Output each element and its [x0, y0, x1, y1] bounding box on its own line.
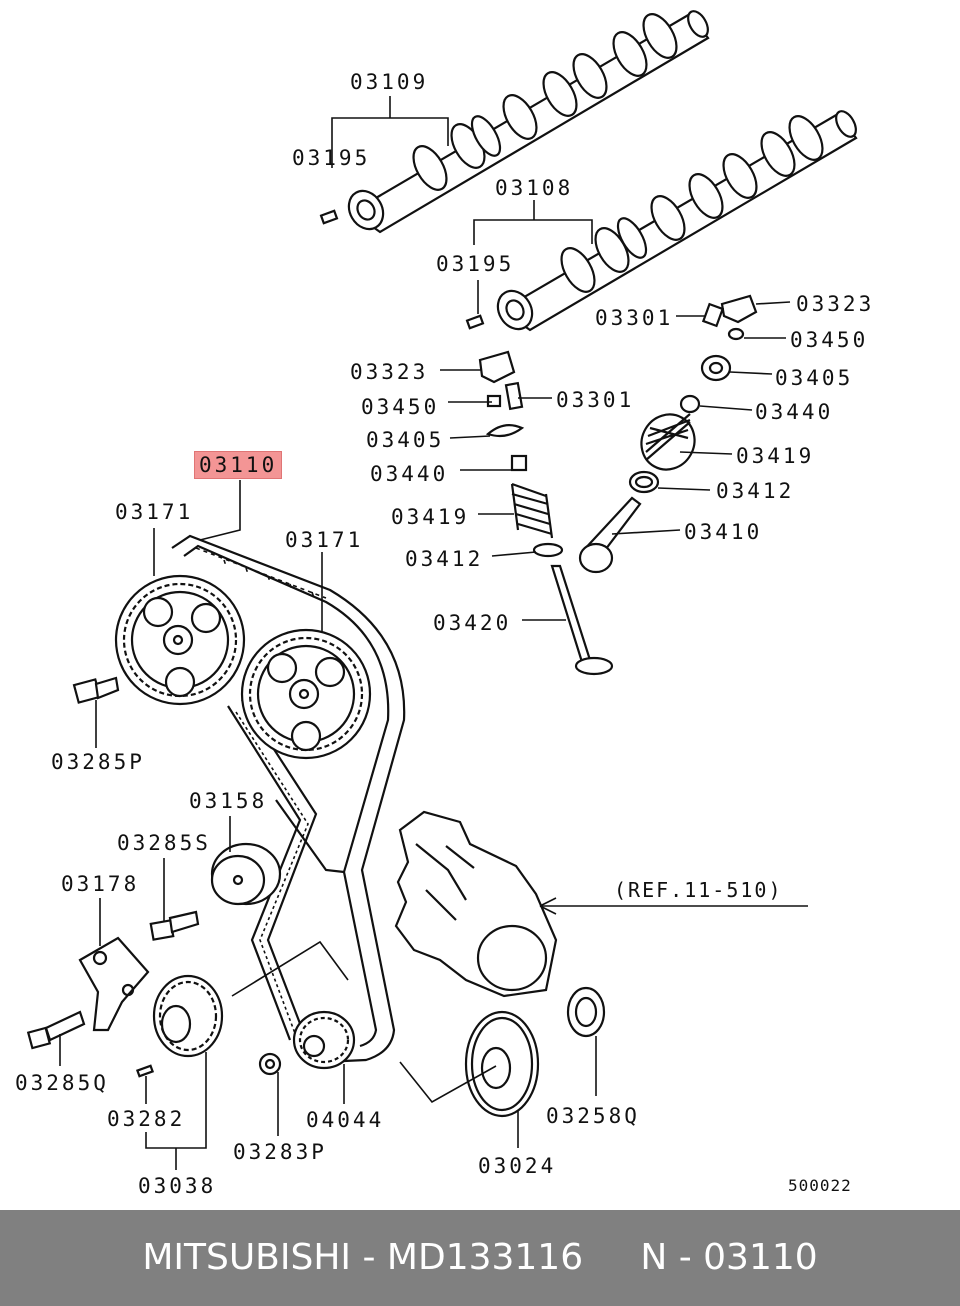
bushing-03283p	[258, 1052, 282, 1076]
label-03285s[interactable]: 03285S	[117, 831, 211, 855]
label-03405-right[interactable]: 03405	[775, 366, 854, 390]
sprocket-04044	[292, 1010, 356, 1070]
label-03282[interactable]: 03282	[107, 1107, 186, 1131]
idler-pulley	[210, 842, 282, 906]
tensioner	[78, 936, 150, 1032]
label-03024[interactable]: 03024	[478, 1154, 557, 1178]
label-03195-lower[interactable]: 03195	[436, 252, 515, 276]
label-03171-right[interactable]: 03171	[285, 528, 364, 552]
valve-train-left	[478, 350, 614, 676]
timing-belt	[171, 534, 406, 1064]
camshaft-upper	[347, 10, 710, 234]
reference-note: (REF.11-510)	[614, 878, 783, 902]
bolt-03285q	[26, 1010, 86, 1050]
label-03171-left[interactable]: 03171	[115, 500, 194, 524]
exploded-view-drawing	[26, 10, 858, 1170]
label-03258q[interactable]: 03258Q	[546, 1104, 640, 1128]
camshaft-sprocket-right	[240, 628, 372, 760]
label-03450-left[interactable]: 03450	[361, 395, 440, 419]
crankshaft-sprocket	[135, 974, 224, 1078]
label-03285p[interactable]: 03285P	[51, 750, 145, 774]
label-03195-upper[interactable]: 03195	[292, 146, 371, 170]
engine-block-reference	[394, 810, 558, 998]
label-03412-right[interactable]: 03412	[716, 479, 795, 503]
label-03420[interactable]: 03420	[433, 611, 512, 635]
label-03283p[interactable]: 03283P	[233, 1140, 327, 1164]
label-03301-right[interactable]: 03301	[595, 306, 674, 330]
label-03323-left[interactable]: 03323	[350, 360, 429, 384]
label-03412-left[interactable]: 03412	[405, 547, 484, 571]
label-03178[interactable]: 03178	[61, 872, 140, 896]
label-03108[interactable]: 03108	[495, 176, 574, 200]
label-03410[interactable]: 03410	[684, 520, 763, 544]
oil-seal-03258q	[566, 986, 606, 1038]
flange-03024	[464, 1010, 540, 1118]
camshaft-lower	[496, 110, 858, 332]
camshaft-sprocket-left	[114, 574, 246, 706]
label-03440-right[interactable]: 03440	[755, 400, 834, 424]
label-03158[interactable]: 03158	[189, 789, 268, 813]
valve-train-right	[578, 294, 758, 574]
label-03285q[interactable]: 03285Q	[15, 1071, 109, 1095]
label-04044[interactable]: 04044	[306, 1108, 385, 1132]
label-03405-left[interactable]: 03405	[366, 428, 445, 452]
label-03038[interactable]: 03038	[138, 1174, 217, 1198]
label-03301-left[interactable]: 03301	[556, 388, 635, 412]
label-03323-right[interactable]: 03323	[796, 292, 875, 316]
footer-part-info: MITSUBISHI - MD133116 N - 03110	[142, 1237, 818, 1278]
dowel-pin-upper	[319, 209, 339, 225]
label-03419-right[interactable]: 03419	[736, 444, 815, 468]
label-03109[interactable]: 03109	[350, 70, 429, 94]
label-03419-left[interactable]: 03419	[391, 505, 470, 529]
footer-bar: MITSUBISHI - MD133116 N - 03110	[0, 1210, 960, 1306]
bolt-03285p	[72, 676, 120, 704]
diagram-code: 500022	[788, 1176, 852, 1195]
parts-diagram: 03109 03195 03108 03195 03301 03323 0345…	[15, 10, 875, 1198]
label-03110-highlighted[interactable]: 03110	[194, 451, 283, 479]
label-03440-left[interactable]: 03440	[370, 462, 449, 486]
label-03450-right[interactable]: 03450	[790, 328, 869, 352]
dowel-pin-lower	[465, 314, 485, 330]
bolt-03285s	[149, 910, 200, 941]
